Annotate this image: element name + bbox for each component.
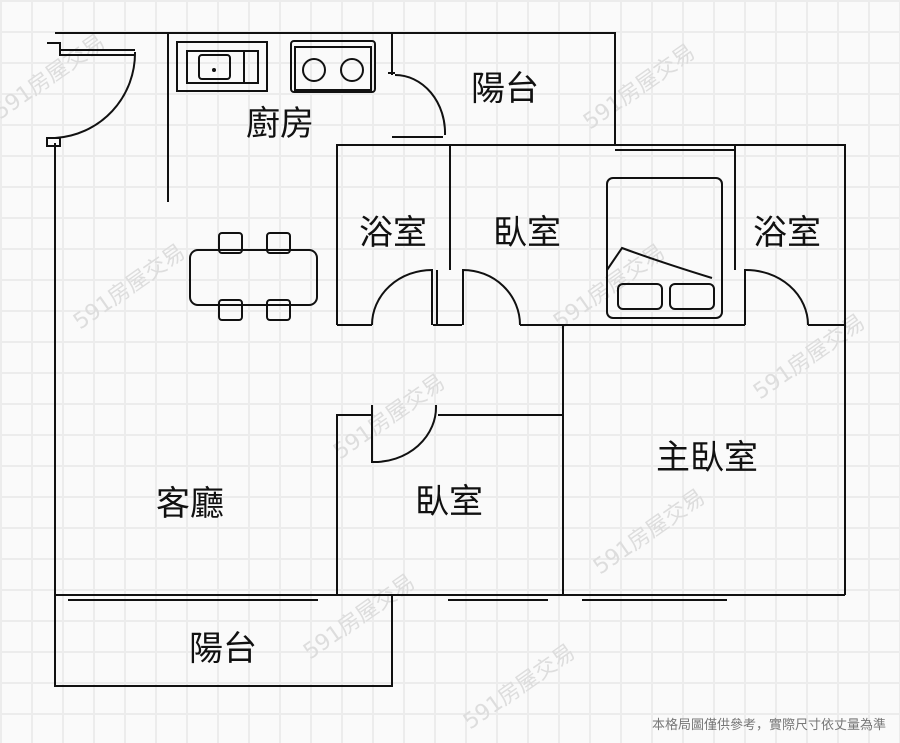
- room-bath-left: 浴室: [359, 213, 427, 253]
- bed-icon: [606, 177, 723, 319]
- room-balcony-bottom: 陽台: [189, 629, 257, 669]
- watermark: 591房屋交易: [549, 240, 670, 335]
- windows: [68, 144, 735, 601]
- room-living-room: 客廳: [156, 484, 224, 524]
- room-balcony-top: 陽台: [471, 69, 539, 109]
- room-master-bedroom: 主臥室: [656, 438, 758, 478]
- watermark: 591房屋交易: [69, 240, 190, 335]
- watermark: 591房屋交易: [579, 40, 700, 135]
- watermark: 591房屋交易: [0, 30, 110, 125]
- watermark: 591房屋交易: [299, 570, 420, 665]
- room-bedroom-bottom: 臥室: [415, 482, 483, 522]
- watermark: 591房屋交易: [589, 485, 710, 580]
- room-bath-right: 浴室: [753, 213, 821, 253]
- room-bedroom-top: 臥室: [493, 213, 561, 253]
- walls: [54, 32, 846, 687]
- sink-icon: [176, 41, 268, 92]
- disclaimer: 本格局圖僅供參考，實際尺寸依丈量為準: [651, 718, 886, 733]
- room-labels: 陽台 廚房 浴室 臥室 浴室 主臥室 客廳 臥室 陽台: [156, 69, 821, 669]
- watermarks: 591房屋交易 591房屋交易 591房屋交易 591房屋交易 591房屋交易 …: [0, 30, 870, 735]
- stove-icon: [290, 40, 376, 93]
- room-kitchen: 廚房: [246, 104, 314, 144]
- dining-table-icon: [189, 232, 318, 321]
- watermark: 591房屋交易: [329, 370, 450, 465]
- doors: [46, 42, 809, 464]
- watermark: 591房屋交易: [459, 640, 580, 735]
